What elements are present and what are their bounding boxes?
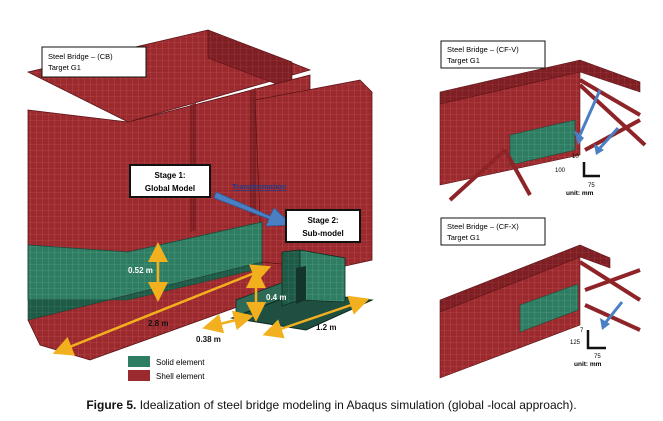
cfv-brace-1 — [578, 78, 642, 117]
figure-caption: Figure 5. Idealization of steel bridge m… — [0, 398, 663, 412]
cfv-brace-2 — [578, 83, 647, 147]
cb-title-line1: Steel Bridge – (CB) — [48, 52, 113, 61]
cfx-solid-region — [519, 283, 579, 333]
cfx-dim-125: 125 — [570, 340, 581, 346]
cfv-model — [439, 59, 647, 202]
stiffener-2 — [250, 88, 256, 217]
cfx-model — [439, 244, 642, 379]
dim-arrow-28 — [52, 264, 272, 356]
cfx-section-sketch — [586, 330, 606, 350]
second-girder — [254, 79, 373, 273]
cfx-title-line1: Steel Bridge – (CF-X) — [447, 222, 519, 231]
legend-shell-label: Shell element — [156, 372, 205, 381]
submodel-web — [299, 249, 346, 303]
cfx-angle-section — [586, 330, 606, 350]
cfv-brace-5 — [503, 149, 532, 196]
dim-arrow-12 — [262, 295, 370, 339]
stage1-line2: Global Model — [145, 184, 195, 193]
cfx-brace-2 — [584, 268, 641, 292]
cfv-dim-10: 10 — [572, 154, 579, 160]
legend-shell-swatch — [128, 370, 150, 381]
submodel-core — [296, 266, 306, 304]
cfv-dim-100: 100 — [555, 168, 566, 174]
caption-label: Figure 5. — [86, 398, 137, 412]
cfv-pointer-head-2 — [594, 144, 604, 155]
cfv-brace-4 — [448, 148, 507, 202]
cfv-title-line2: Target G1 — [447, 56, 480, 65]
caption-text: Idealization of steel bridge modeling in… — [139, 398, 577, 412]
cfx-unit: unit: mm — [574, 361, 602, 368]
cfx-dim-7: 7 — [580, 328, 584, 334]
legend-solid-swatch — [128, 356, 150, 367]
cb-title-box — [41, 46, 147, 78]
cfx-pointer-head — [600, 318, 610, 330]
cb-title-line2: Target G1 — [48, 63, 81, 72]
cfx-web — [439, 256, 581, 379]
cfx-title-box — [440, 217, 546, 246]
cfv-pointer-arrow-2 — [598, 126, 620, 150]
stage2-line2: Sub-model — [302, 229, 343, 238]
stage1-box — [129, 164, 211, 198]
cfx-pointer-arrow — [604, 301, 624, 323]
dim-28-label: 2.8 m — [148, 319, 168, 328]
transformation-arrow — [213, 191, 293, 227]
stage1-line1: Stage 1: — [154, 171, 185, 180]
cfv-title-box — [440, 40, 546, 69]
dim-038-label: 0.38 m — [196, 335, 221, 344]
cfv-pointer-head-1 — [574, 130, 584, 145]
stage2-line1: Stage 2: — [307, 216, 338, 225]
cfv-unit: unit: mm — [566, 190, 594, 197]
dim-04-label: 0.4 m — [266, 293, 286, 302]
cfv-section-sketch — [582, 162, 600, 178]
cfv-title-line1: Steel Bridge – (CF-V) — [447, 45, 519, 54]
cfv-dim-75: 75 — [588, 183, 595, 189]
stage2-box — [285, 209, 361, 243]
transformation-label: Transformation — [232, 182, 287, 191]
cfv-pointer-arrow-1 — [578, 89, 602, 136]
cfx-title-line2: Target G1 — [447, 233, 480, 242]
dim-arrow-038 — [202, 310, 254, 334]
legend-solid-label: Solid element — [156, 358, 205, 367]
cfx-dim-75: 75 — [594, 354, 601, 360]
cfx-brace-3 — [584, 303, 641, 332]
cfv-angle-section — [582, 162, 600, 178]
dim-052-label: 0.52 m — [128, 266, 153, 275]
dim-12-label: 1.2 m — [316, 323, 336, 332]
